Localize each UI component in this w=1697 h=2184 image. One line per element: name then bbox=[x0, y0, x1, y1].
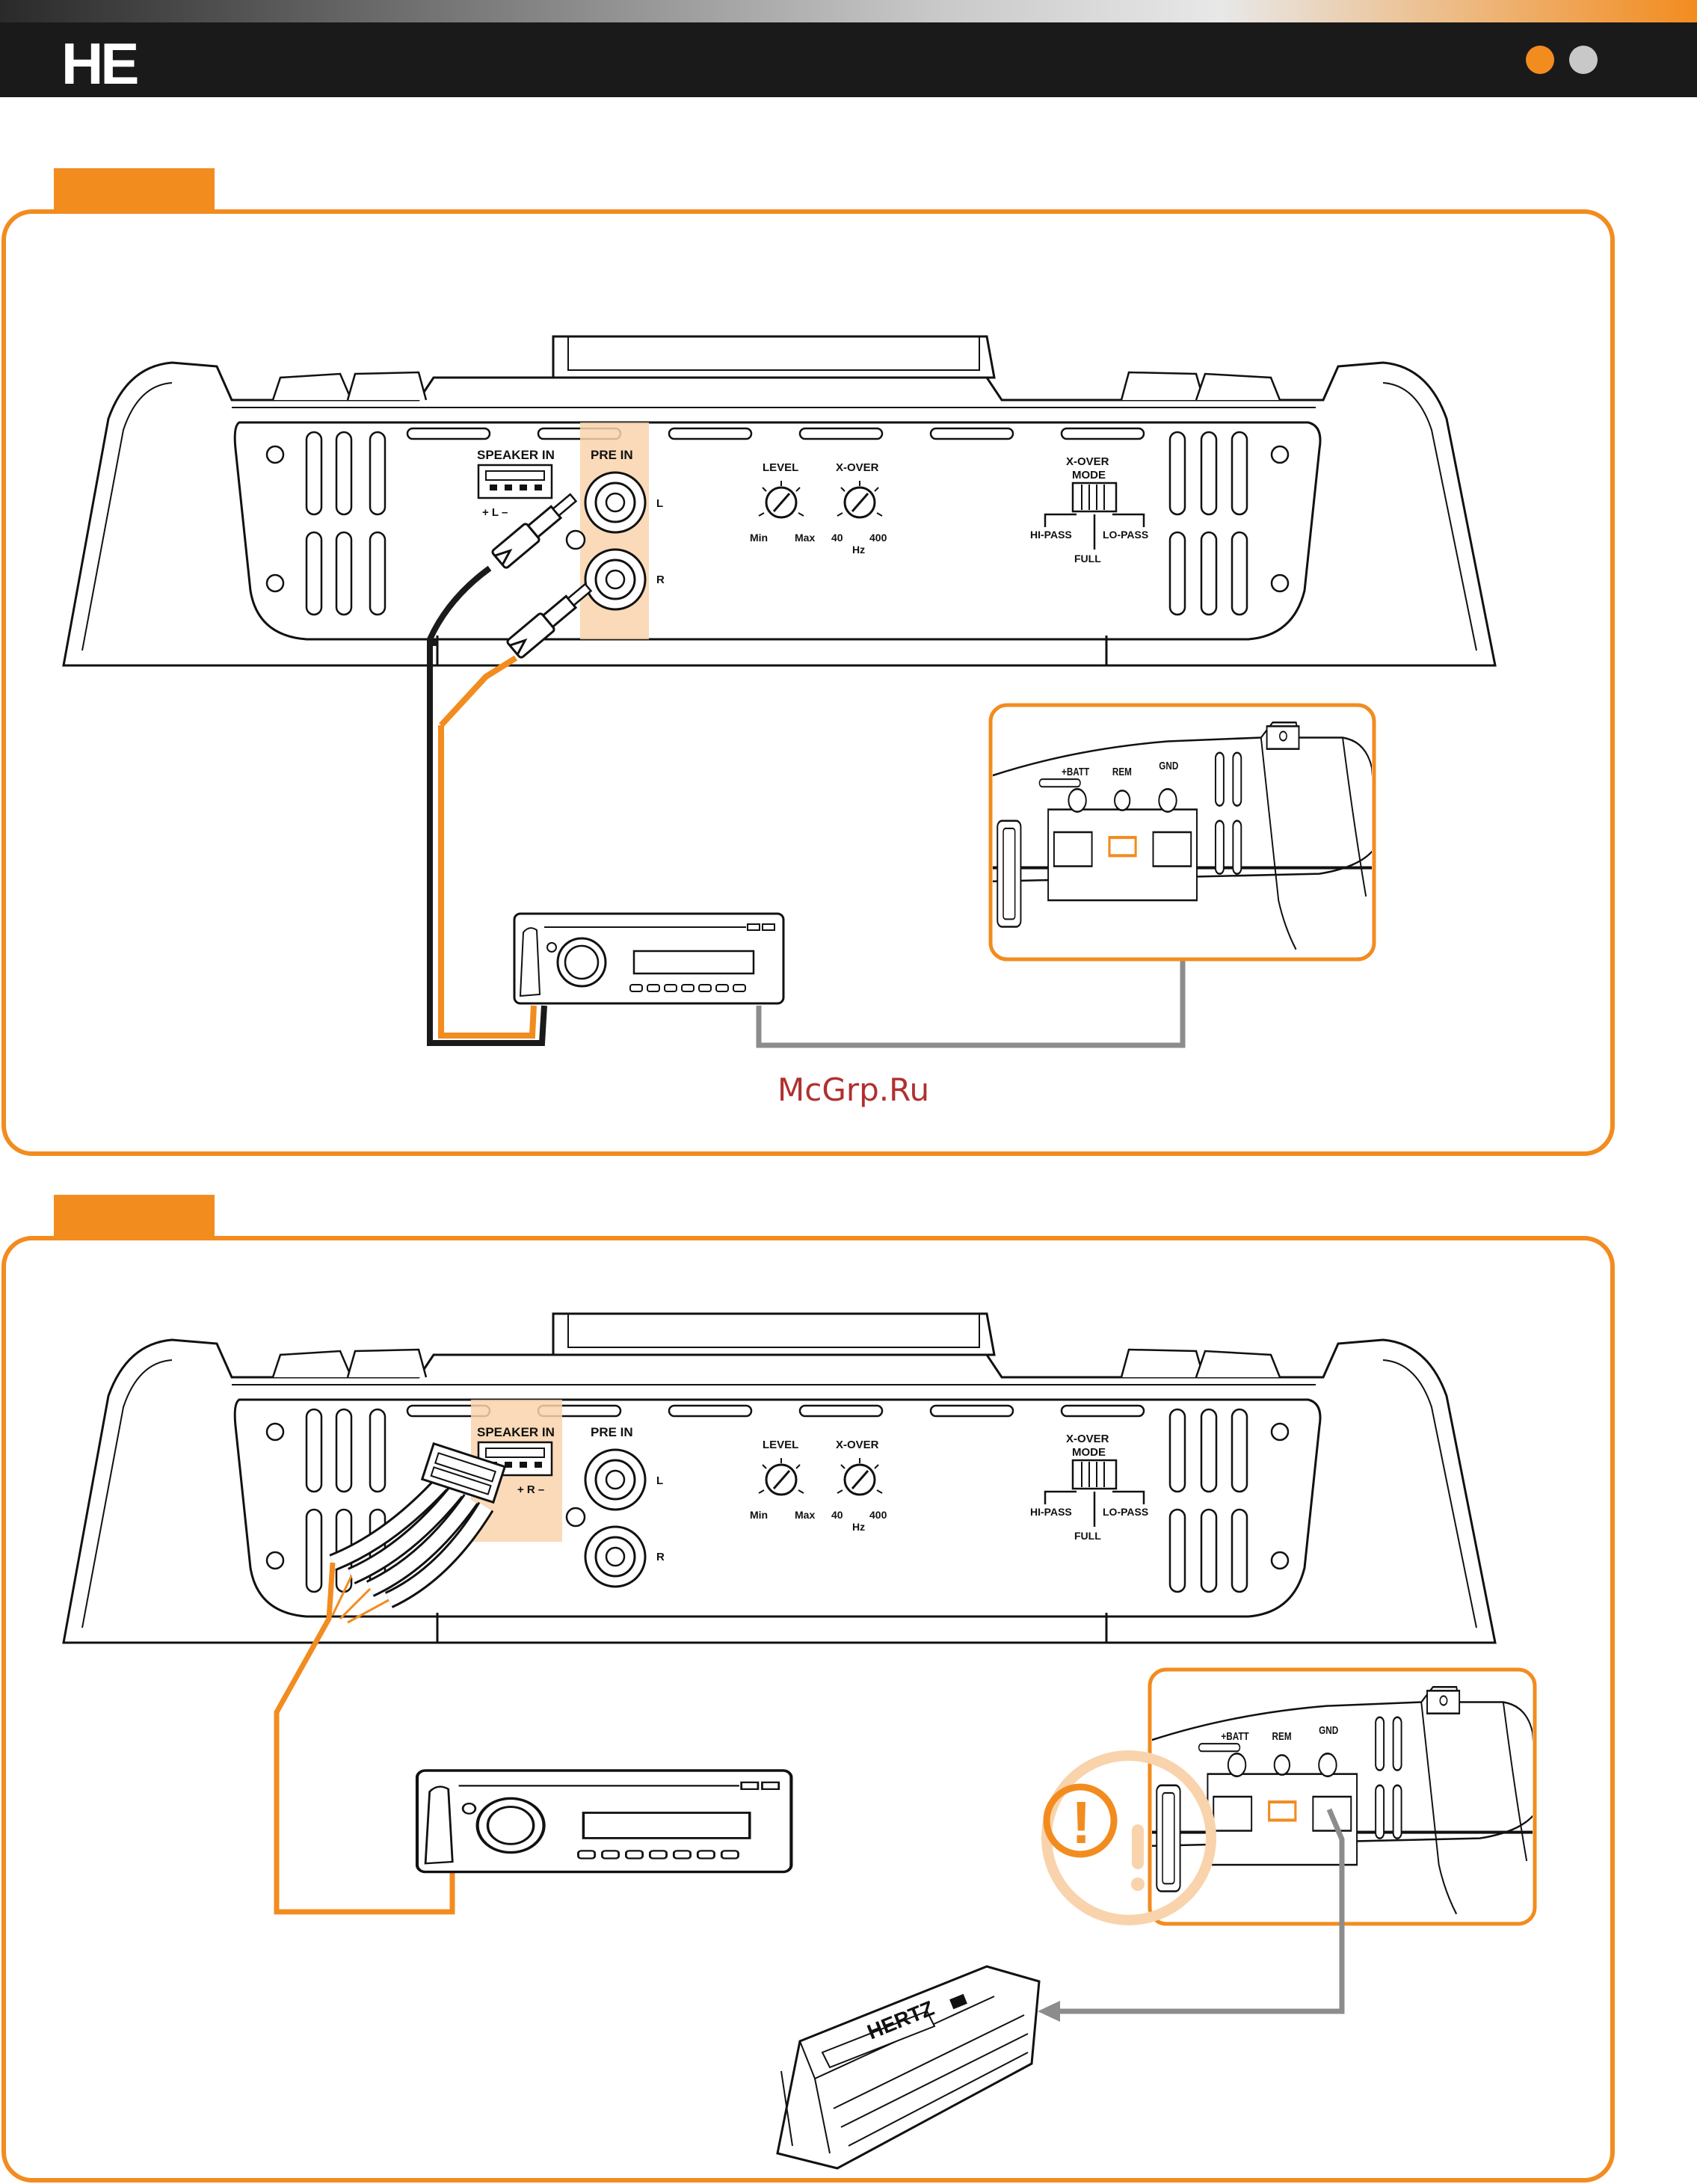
level-min-label: Min bbox=[750, 532, 768, 544]
pre-in-label: PRE IN bbox=[591, 448, 633, 462]
level-label: LEVEL bbox=[763, 461, 798, 474]
head-unit-2 bbox=[417, 1771, 791, 1872]
warning-symbol: ! bbox=[1071, 1789, 1091, 1856]
pre-in-label-2: PRE IN bbox=[591, 1425, 633, 1439]
pre-in-right-label-2: R bbox=[656, 1551, 665, 1563]
watermark: McGrp.Ru bbox=[777, 1071, 929, 1108]
xover-min-label: 40 bbox=[831, 532, 843, 544]
section-1-tab bbox=[54, 168, 215, 212]
xover-max-label-2: 400 bbox=[869, 1509, 887, 1521]
xover-label: X-OVER bbox=[836, 461, 879, 474]
gnd-label: GND bbox=[1159, 760, 1178, 772]
pre-in-right-label: R bbox=[656, 573, 665, 586]
header-brand-logo: HE bbox=[61, 31, 137, 96]
xover-unit-label-2: Hz bbox=[852, 1521, 865, 1533]
gnd-label-2: GND bbox=[1319, 1724, 1338, 1737]
hi-pass-label: HI-PASS bbox=[1030, 529, 1072, 541]
speaker-in-polarity: + L – bbox=[482, 506, 508, 519]
xover-mode-label-1: X-OVER bbox=[1066, 455, 1109, 468]
xover-unit-label: Hz bbox=[852, 544, 865, 556]
section-2-tab bbox=[54, 1195, 215, 1238]
amplifier-front-panel-1: SPEAKER IN + L – PRE IN L R LEVEL Min Ma… bbox=[64, 336, 1495, 665]
lo-pass-label-2: LO-PASS bbox=[1103, 1506, 1148, 1518]
head-unit-1 bbox=[514, 914, 783, 1003]
level-max-label-2: Max bbox=[795, 1509, 815, 1521]
page-indicator-inactive bbox=[1569, 46, 1598, 74]
xover-mode-label-1-2: X-OVER bbox=[1066, 1433, 1109, 1445]
amplifier-front-panel-2: SPEAKER IN + R – PRE IN L R LEVEL Min Ma… bbox=[64, 1314, 1495, 1643]
batt-label-2: +BATT bbox=[1221, 1730, 1249, 1743]
level-max-label: Max bbox=[795, 532, 815, 544]
level-min-label-2: Min bbox=[750, 1509, 768, 1521]
pre-in-left-label: L bbox=[656, 497, 663, 510]
rem-label-2: REM bbox=[1272, 1730, 1292, 1743]
xover-mode-label-2: MODE bbox=[1072, 469, 1106, 482]
pre-in-left-label-2: L bbox=[656, 1474, 663, 1487]
xover-label-2: X-OVER bbox=[836, 1439, 879, 1451]
full-label-2: FULL bbox=[1074, 1530, 1101, 1542]
rem-label: REM bbox=[1112, 766, 1132, 778]
header-bar bbox=[0, 22, 1697, 97]
batt-label: +BATT bbox=[1062, 766, 1090, 778]
xover-mode-label-2-2: MODE bbox=[1072, 1446, 1106, 1459]
second-amplifier: HERTZ bbox=[777, 1966, 1039, 2168]
full-label: FULL bbox=[1074, 553, 1101, 565]
hi-pass-label-2: HI-PASS bbox=[1030, 1506, 1072, 1518]
speaker-in-label: SPEAKER IN bbox=[477, 448, 555, 462]
header-gradient-strip bbox=[0, 0, 1697, 22]
remote-wire-arrow-2 bbox=[1038, 2001, 1060, 2022]
xover-min-label-2: 40 bbox=[831, 1509, 843, 1521]
speaker-in-polarity-2: + R – bbox=[517, 1483, 544, 1496]
xover-max-label: 400 bbox=[869, 532, 887, 544]
lo-pass-label: LO-PASS bbox=[1103, 529, 1148, 541]
speaker-in-label-2: SPEAKER IN bbox=[477, 1425, 555, 1439]
page-indicator-active bbox=[1526, 46, 1554, 74]
level-label-2: LEVEL bbox=[763, 1439, 798, 1451]
